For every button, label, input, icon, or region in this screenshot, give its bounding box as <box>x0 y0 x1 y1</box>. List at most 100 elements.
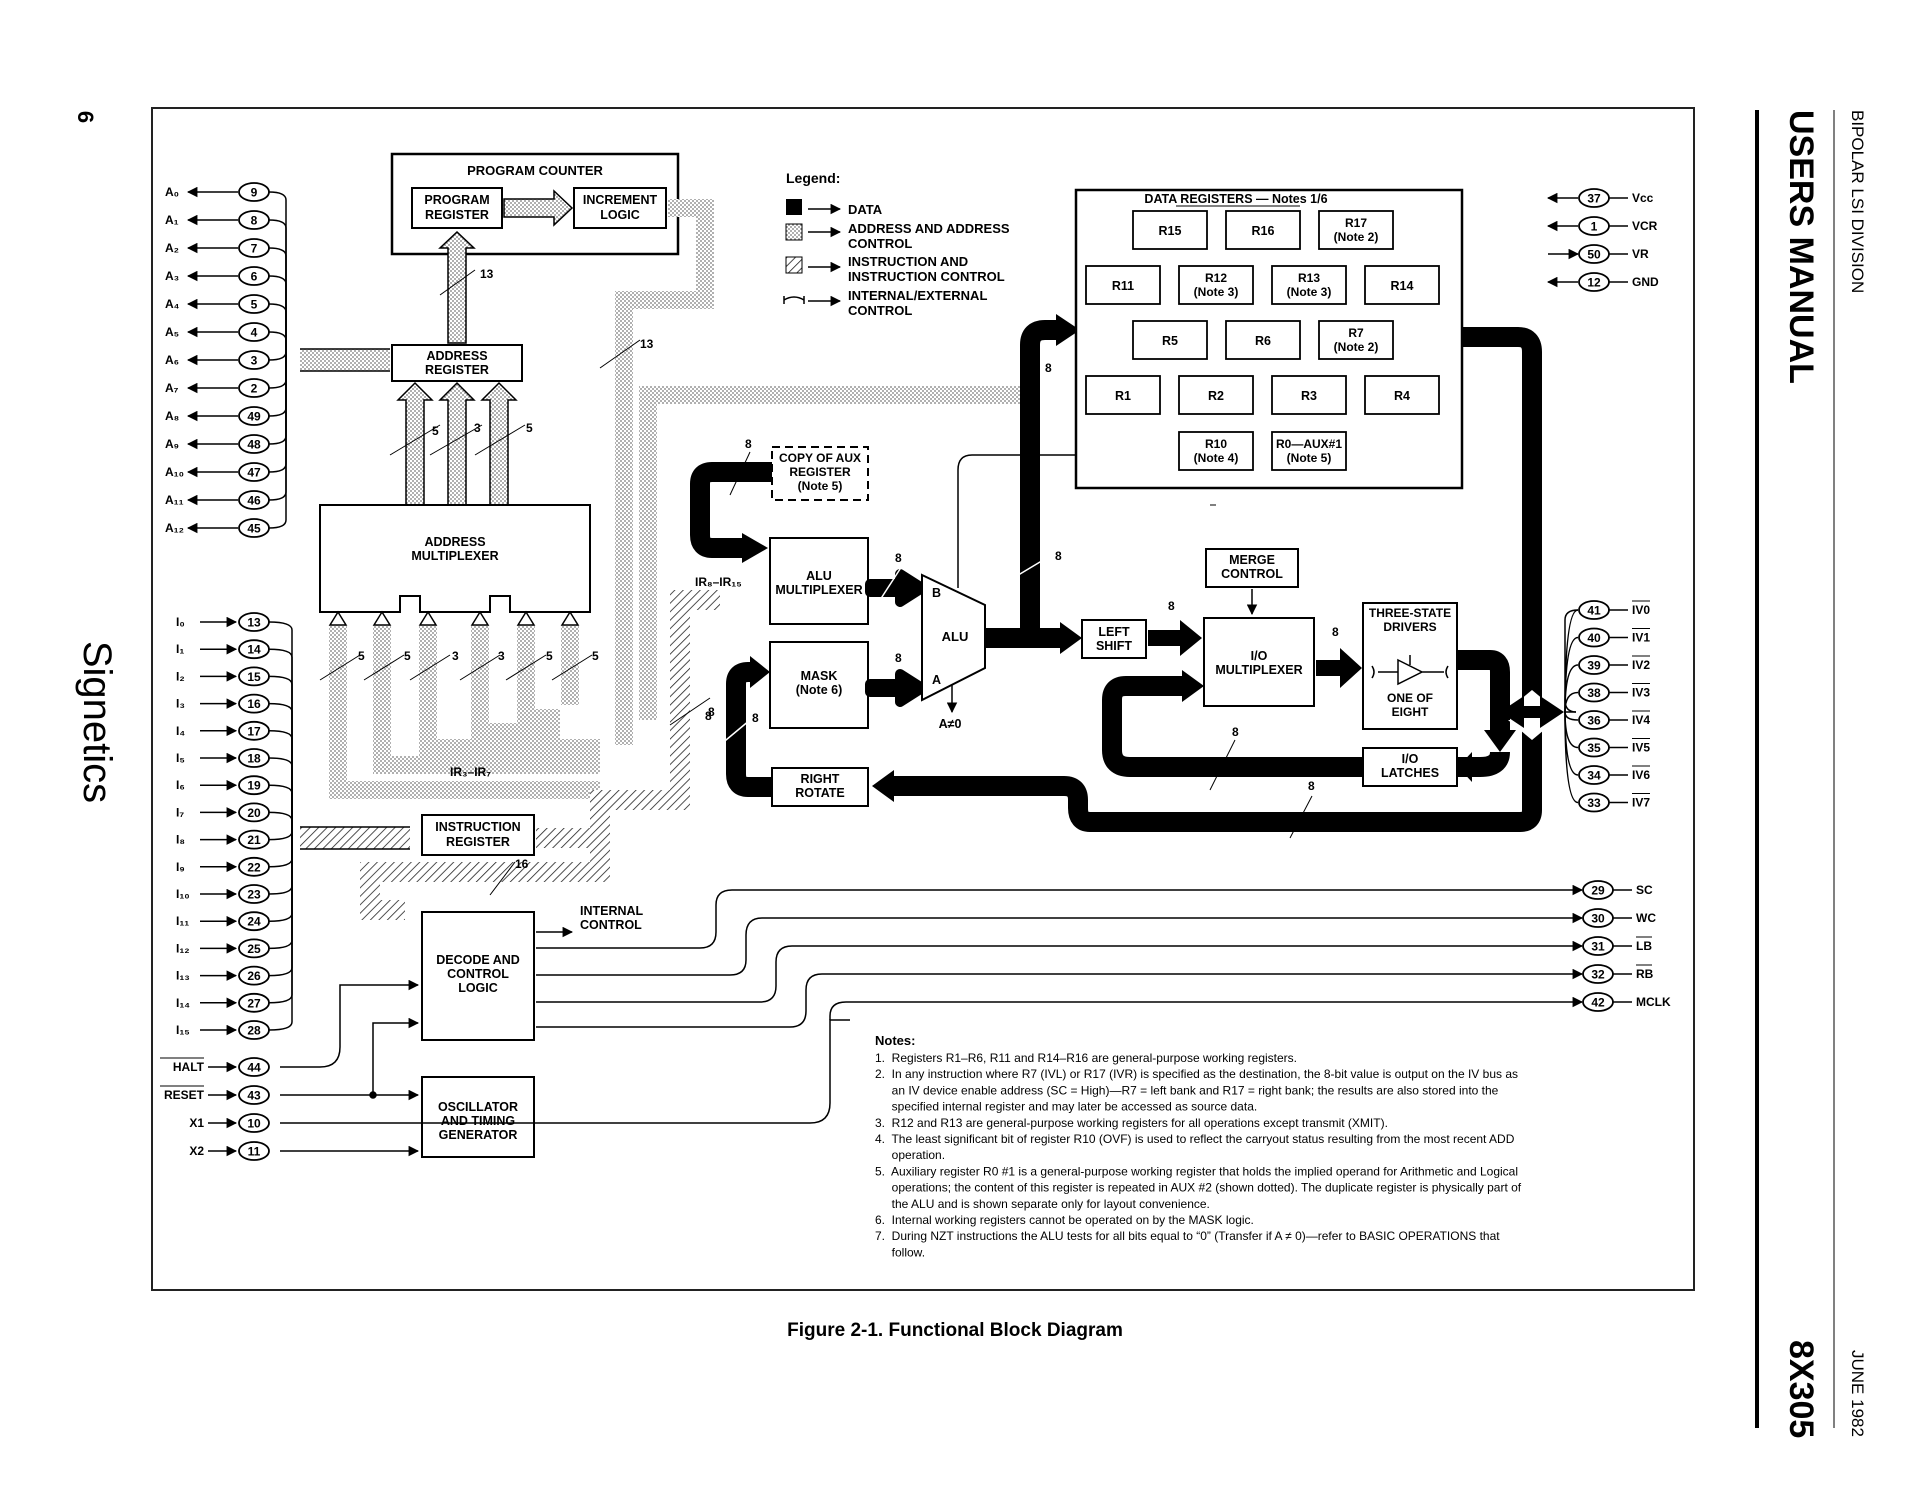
register-label: R1 <box>1115 389 1131 403</box>
merge-control-box <box>1205 548 1299 588</box>
svg-text:5: 5 <box>592 649 599 663</box>
instruction-pin-label: I₅ <box>176 751 185 765</box>
register-label: R5 <box>1162 334 1178 348</box>
register-note: (Note 2) <box>1334 230 1379 244</box>
address-pin-number: 48 <box>247 438 261 452</box>
alu-mux-label-2: MULTIPLEXER <box>775 583 862 597</box>
instruction-pin-label: I₆ <box>176 778 185 792</box>
output-pin-label: SC <box>1636 883 1653 897</box>
copy-aux-label-2: REGISTER <box>789 465 851 479</box>
address-register-label: ADDRESS <box>426 349 487 363</box>
instruction-pin-number: 17 <box>247 724 261 738</box>
bus-width-ir-alu: 8 <box>705 709 712 723</box>
svg-text:ADDRESS AND ADDRESS: ADDRESS AND ADDRESS <box>848 221 1010 236</box>
svg-text:8: 8 <box>745 437 752 451</box>
iv-pin-label: IV1 <box>1632 631 1650 645</box>
svg-text:3: 3 <box>452 649 459 663</box>
address-pin-number: 49 <box>247 410 261 424</box>
instruction-pin-number: 23 <box>247 888 261 902</box>
alu-mux-label: ALU <box>806 569 832 583</box>
instruction-pin-label: I₀ <box>176 615 185 629</box>
iv-pin-number: 35 <box>1587 741 1601 755</box>
register-note: (Note 3) <box>1287 285 1332 299</box>
register-label: R4 <box>1394 389 1410 403</box>
bus-width-ir: 16 <box>515 857 529 871</box>
internal-control-label: INTERNAL <box>580 904 644 918</box>
iv-pin-number: 40 <box>1587 631 1601 645</box>
data-registers-title: DATA REGISTERS — Notes 1/6 <box>1144 192 1327 206</box>
instruction-pin-number: 28 <box>247 1024 261 1038</box>
address-pin-label: A₈ <box>165 409 179 423</box>
address-pin-label: A₀ <box>165 185 179 199</box>
svg-text:5: 5 <box>358 649 365 663</box>
iv-pin-label: IV3 <box>1632 686 1650 700</box>
instruction-pin-number: 14 <box>247 643 261 657</box>
instruction-pin-label: I₃ <box>176 697 185 711</box>
mask-box <box>769 641 869 729</box>
output-pin-number: 42 <box>1591 996 1605 1010</box>
register-output-data <box>1462 327 1542 710</box>
address-pin-label: A₁₁ <box>165 493 184 507</box>
register-box <box>1085 375 1161 415</box>
svg-text:INSTRUCTION AND: INSTRUCTION AND <box>848 254 968 269</box>
ir-output-bus <box>536 590 720 848</box>
register-box <box>1132 320 1208 360</box>
iv-pin-label: IV6 <box>1632 768 1650 782</box>
control-pin-number: 10 <box>247 1117 261 1131</box>
copy-aux-box <box>771 446 869 501</box>
control-pin-oval <box>238 1113 270 1133</box>
instruction-pin-label: I₁₅ <box>176 1023 190 1037</box>
control-pin-oval <box>238 1085 270 1105</box>
address-pin-number: 9 <box>251 186 258 200</box>
output-pin-number: 31 <box>1591 940 1605 954</box>
address-pin-label: A₁ <box>165 213 179 227</box>
alu-nzt-label: A≠0 <box>939 717 962 731</box>
oscillator-label-3: GENERATOR <box>439 1128 518 1142</box>
address-pin-label: A₅ <box>165 325 179 339</box>
power-pin-label: GND <box>1632 275 1659 289</box>
svg-text:8: 8 <box>1332 625 1339 639</box>
address-register-box <box>391 344 523 382</box>
address-pin-number: 8 <box>251 214 258 228</box>
left-shift-box <box>1081 619 1147 659</box>
instruction-pin-number: 18 <box>247 752 261 766</box>
register-label: R0—AUX#1 <box>1276 437 1342 451</box>
address-pin-label: A₁₀ <box>165 465 184 479</box>
am-bus-widths: 5 5 3 3 5 5 <box>358 649 599 663</box>
instruction-pin-label: I₁₃ <box>176 969 190 983</box>
output-pin-label: RB <box>1636 967 1654 981</box>
power-pin-label: VR <box>1632 247 1649 261</box>
register-box <box>1178 431 1254 471</box>
output-pin-number: 29 <box>1591 884 1605 898</box>
note-line: an IV device enable address (SC = High)—… <box>875 1083 1499 1097</box>
address-pin-number: 3 <box>251 354 258 368</box>
iv-pin-label: IV2 <box>1632 658 1650 672</box>
bus-width-ar-b: 3 <box>474 421 481 435</box>
note-line: specified internal register and may late… <box>875 1100 1257 1114</box>
control-pin-label: RESET <box>164 1088 205 1102</box>
register-note: (Note 3) <box>1194 285 1239 299</box>
iv-pin-label: IV4 <box>1632 713 1650 727</box>
legend-instruction-swatch <box>785 256 803 274</box>
instruction-pin-label: I₈ <box>176 833 185 847</box>
register-box <box>1178 375 1254 415</box>
io-latches-label: I/O <box>1402 752 1419 766</box>
diagram-frame <box>151 107 1695 1291</box>
alu-output-data <box>985 320 1060 648</box>
address-pin-label: A₇ <box>165 381 179 395</box>
svg-text:5: 5 <box>404 649 411 663</box>
control-pin-number: 11 <box>248 1145 261 1159</box>
svg-text:8: 8 <box>1055 549 1062 563</box>
latch-to-iomux-data <box>1102 676 1363 777</box>
note-line: the ALU and is shown separate only for l… <box>875 1197 1210 1211</box>
iv-pin-number: 38 <box>1587 686 1601 700</box>
svg-text:CONTROL: CONTROL <box>848 236 912 251</box>
instruction-pin-number: 19 <box>247 779 261 793</box>
part-number: 8X305 <box>1782 1340 1820 1438</box>
svg-text:CONTROL: CONTROL <box>848 303 912 318</box>
